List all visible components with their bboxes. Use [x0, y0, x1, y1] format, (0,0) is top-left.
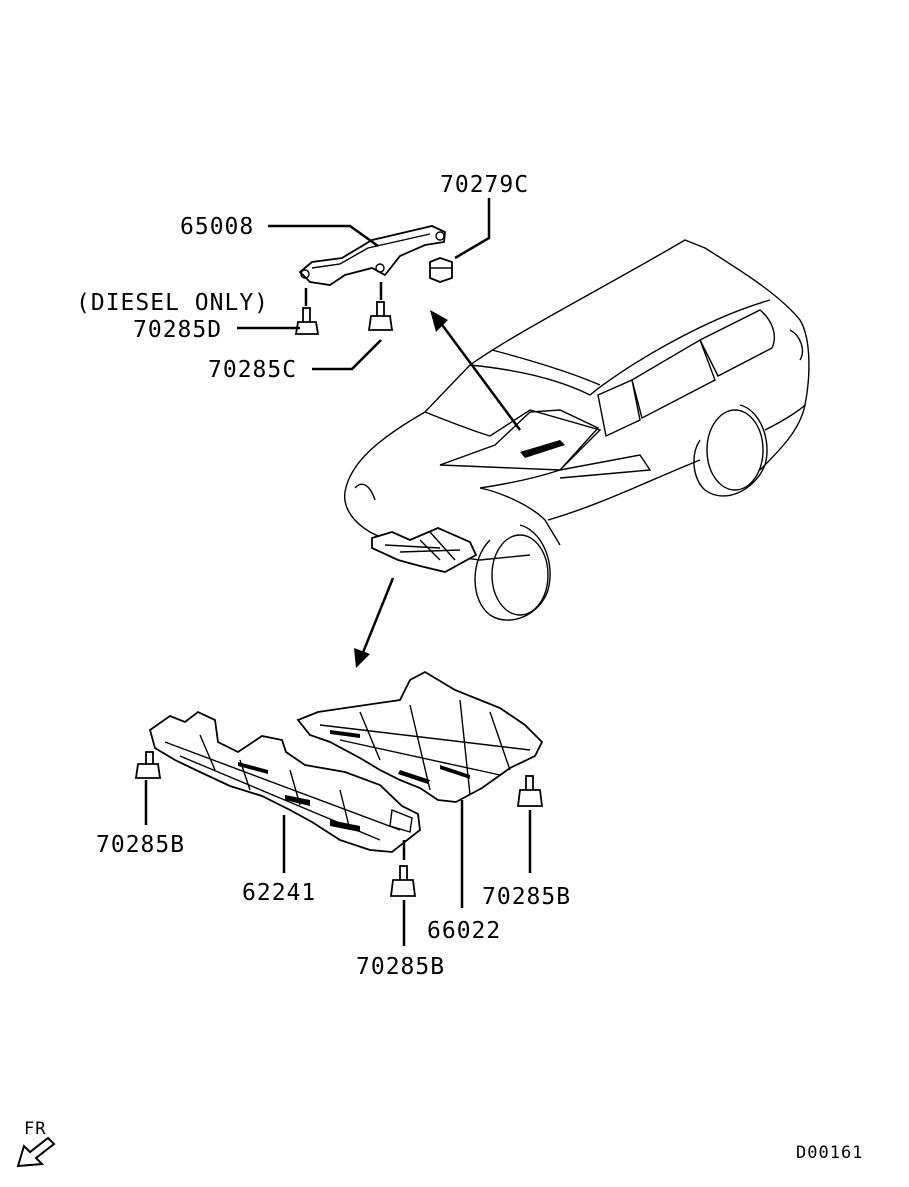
diagram-code: D00161: [796, 1143, 863, 1163]
bolt-70285D: [294, 307, 320, 335]
under-guard-62241: [148, 710, 421, 853]
nut-70279C: [429, 257, 453, 283]
label-62241: 62241: [242, 880, 316, 906]
label-70285B-right: 70285B: [482, 884, 571, 910]
callout-arrows: [354, 310, 522, 668]
under-guard-66022: [296, 670, 544, 803]
label-70279C: 70279C: [440, 172, 529, 198]
front-direction-arrow-icon: [16, 1136, 56, 1168]
label-70285D: 70285D: [133, 317, 222, 343]
bracket-65008: [298, 225, 446, 286]
label-66022: 66022: [427, 918, 501, 944]
bolt-70285B-bottom: [389, 865, 417, 897]
label-70285B-bottom: 70285B: [356, 954, 445, 980]
front-direction-indicator: FR: [16, 1119, 56, 1168]
leader-lines: [144, 198, 532, 946]
vehicle-outline: [343, 239, 810, 621]
bolt-70285B-left: [134, 751, 162, 779]
bolt-70285C: [367, 301, 394, 331]
label-65008: 65008: [180, 214, 254, 240]
label-diesel-only: (DIESEL ONLY): [76, 290, 269, 316]
fr-label: FR: [24, 1119, 46, 1139]
label-70285C: 70285C: [208, 357, 297, 383]
part-labels: 70279C 65008 (DIESEL ONLY) 70285D 70285C…: [76, 172, 571, 980]
bolt-70285B-right: [516, 775, 544, 807]
label-70285B-left: 70285B: [96, 832, 185, 858]
